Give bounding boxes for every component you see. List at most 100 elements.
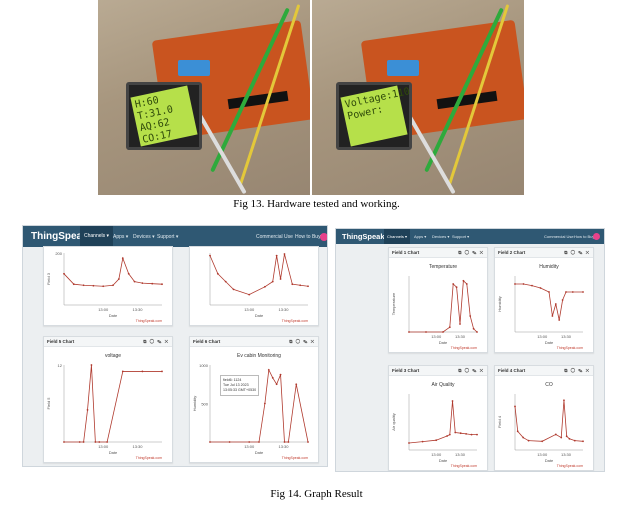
data-point [161, 370, 163, 373]
data-point [582, 291, 584, 293]
card-header: Field 5 Chart⧉ ◯ ✎ ✕ [44, 337, 172, 347]
data-point [248, 441, 251, 443]
data-point [82, 441, 85, 443]
nav-how-to-buy[interactable]: How to Buy [574, 234, 595, 239]
data-point [141, 282, 144, 285]
nav-channels[interactable]: Channels ▾ [384, 229, 411, 244]
series-line [515, 283, 583, 321]
data-point [127, 272, 130, 275]
data-point [425, 331, 427, 333]
chart-credit: ThingSpeak.com [282, 456, 308, 460]
nav-devices[interactable]: Devices ▾ [432, 234, 450, 239]
data-point [161, 283, 163, 286]
data-point [299, 284, 302, 287]
card-tools[interactable]: ⧉ ◯ ✎ ✕ [564, 250, 590, 255]
data-point [565, 435, 568, 438]
chart-credit: ThingSpeak.com [557, 464, 583, 468]
nav-how-to-buy[interactable]: How to Buy [295, 234, 321, 240]
data-point [78, 441, 81, 443]
data-point [476, 433, 478, 436]
y-tick-label: 1000 [199, 363, 209, 368]
nav-support[interactable]: Support ▾ [157, 234, 179, 240]
data-point [92, 284, 95, 287]
lcd-screen: H:60 T:31.0 AQ:62 CO:17 [130, 85, 198, 147]
data-point [63, 272, 65, 275]
y-tick-label: 200 [55, 251, 62, 256]
lcd-display: Voltage:110 Power: [336, 82, 412, 150]
chart-credit: ThingSpeak.com [557, 346, 583, 350]
data-point [472, 327, 475, 330]
data-point [228, 441, 231, 443]
x-axis-label: Date [545, 458, 554, 463]
user-avatar[interactable] [320, 233, 327, 241]
nav-support[interactable]: Support ▾ [452, 234, 470, 239]
nav-commercial-use[interactable]: Commercial Use [256, 234, 293, 240]
hardware-photo-left: H:60 T:31.0 AQ:62 CO:17 [98, 0, 310, 195]
card-header: Field 1 Chart⧉ ◯ ✎ ✕ [389, 248, 487, 258]
nav-commercial-use[interactable]: Commercial Use [544, 234, 574, 239]
chart-title: Humidity [539, 264, 559, 270]
thingspeak-logo[interactable]: ThingSpeak [342, 232, 385, 241]
card-tools[interactable]: ⧉ ◯ ✎ ✕ [458, 250, 484, 255]
data-point [279, 373, 282, 376]
data-point [121, 257, 124, 260]
card-header: Field 3 Chart⧉ ◯ ✎ ✕ [389, 366, 487, 376]
nav-channels[interactable]: Channels ▾ [80, 226, 114, 247]
card-tools[interactable]: ⧉ ◯ ✎ ✕ [564, 368, 590, 373]
data-point [86, 409, 89, 411]
data-point [446, 435, 448, 437]
card-header-label: Field 6 Chart [193, 339, 221, 344]
data-point [448, 433, 451, 436]
y-tick-label: 12 [58, 363, 63, 368]
fig13-caption: Fig 13. Hardware tested and working. [233, 198, 400, 210]
data-point [571, 291, 574, 293]
nav-devices[interactable]: Devices ▾ [133, 234, 155, 240]
data-point [106, 441, 109, 443]
data-point [94, 441, 97, 443]
card-header: Field 4 Chart⧉ ◯ ✎ ✕ [495, 366, 593, 376]
data-point [522, 436, 525, 439]
chart-title: Temperature [429, 264, 457, 270]
card-tools[interactable]: ⧉ ◯ ✎ ✕ [289, 339, 315, 344]
data-point [224, 280, 227, 283]
chart-title: voltage [105, 353, 121, 359]
nav-apps[interactable]: Apps ▾ [113, 234, 129, 240]
data-point [209, 441, 211, 443]
nav-apps[interactable]: Apps ▾ [414, 234, 427, 239]
data-point [514, 405, 516, 408]
user-avatar[interactable] [593, 233, 600, 240]
data-point [560, 436, 563, 439]
data-point [459, 432, 462, 435]
x-tick-label: 13:30 [278, 444, 289, 449]
data-point [271, 376, 274, 379]
thingspeak-logo[interactable]: ThingSpeak [31, 231, 88, 242]
chart-title: CO [545, 382, 553, 388]
data-point [283, 253, 286, 255]
data-point [522, 283, 525, 285]
x-tick-label: 13:00 [537, 452, 548, 457]
x-tick-label: 13:30 [455, 334, 466, 339]
card-tools[interactable]: ⧉ ◯ ✎ ✕ [458, 368, 484, 373]
data-point [469, 315, 472, 317]
data-point [209, 254, 211, 257]
card-tools[interactable]: ⧉ ◯ ✎ ✕ [143, 339, 169, 344]
data-point [455, 286, 458, 289]
data-point [465, 433, 468, 435]
chart-credit: ThingSpeak.com [451, 346, 477, 350]
x-axis-label: Date [545, 340, 554, 345]
data-point [98, 441, 101, 443]
data-point [117, 278, 120, 280]
data-point [459, 323, 461, 325]
x-tick-label: 13:00 [98, 444, 109, 449]
data-point [554, 433, 557, 436]
